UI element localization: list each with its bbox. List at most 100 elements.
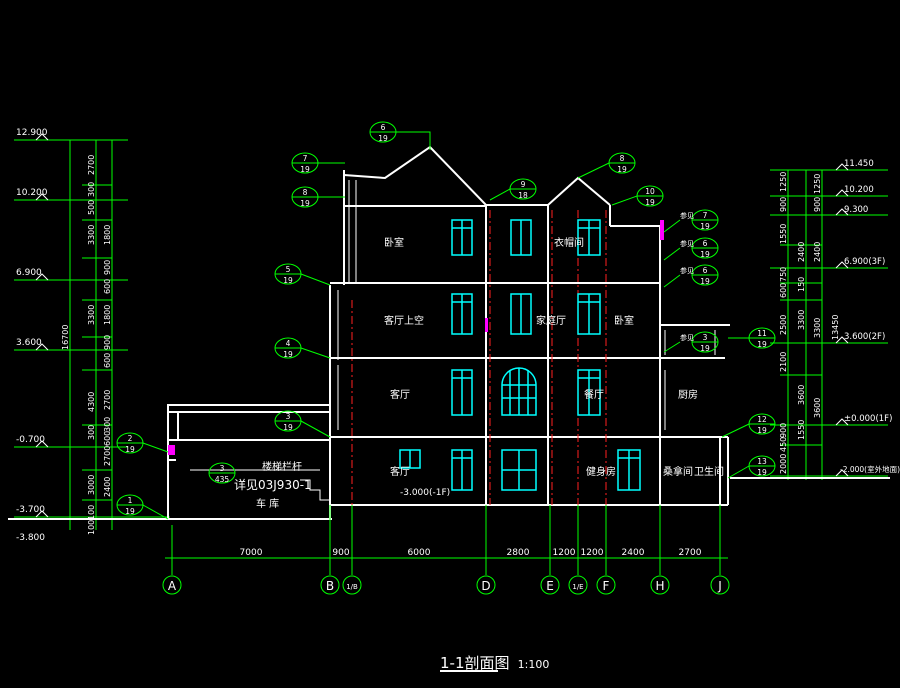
svg-text:3300: 3300 bbox=[813, 318, 822, 338]
svg-text:12: 12 bbox=[757, 415, 767, 424]
svg-text:2700: 2700 bbox=[103, 446, 112, 466]
svg-text:100: 100 bbox=[87, 520, 96, 535]
elev-label: 6.900(3F) bbox=[844, 257, 885, 267]
svg-text:13450: 13450 bbox=[831, 315, 840, 340]
window bbox=[451, 369, 473, 416]
svg-text:300: 300 bbox=[87, 425, 96, 440]
svg-text:6: 6 bbox=[381, 123, 386, 132]
axis-labels: A B 1/B D E 1/E F H J bbox=[168, 579, 722, 593]
room-label: 卧室 bbox=[384, 236, 404, 249]
red-axis-lines bbox=[351, 210, 607, 505]
room-label: 卧室 bbox=[614, 314, 634, 327]
callout bbox=[369, 121, 431, 150]
note-reference: 详见03J930-1 bbox=[234, 477, 312, 492]
callout bbox=[489, 178, 537, 201]
svg-text:450: 450 bbox=[779, 437, 788, 452]
svg-text:8: 8 bbox=[620, 154, 625, 163]
axis-label: F bbox=[603, 579, 610, 593]
svg-text:19: 19 bbox=[757, 426, 767, 435]
callout bbox=[727, 455, 776, 479]
callout bbox=[728, 327, 776, 349]
svg-text:1800: 1800 bbox=[103, 305, 112, 325]
elev-label: -3.700 bbox=[16, 505, 45, 515]
svg-text:900: 900 bbox=[332, 548, 349, 558]
callout bbox=[663, 331, 719, 353]
svg-text:2400: 2400 bbox=[813, 242, 822, 262]
callout bbox=[721, 413, 776, 438]
svg-text:3: 3 bbox=[703, 333, 708, 342]
svg-text:2500: 2500 bbox=[779, 315, 788, 335]
svg-text:750: 750 bbox=[779, 267, 788, 282]
elev-label: 6.900 bbox=[16, 268, 42, 278]
svg-text:300: 300 bbox=[103, 417, 112, 432]
svg-text:4: 4 bbox=[286, 339, 291, 348]
callout bbox=[663, 264, 719, 288]
svg-text:2800: 2800 bbox=[507, 548, 530, 558]
svg-text:6: 6 bbox=[703, 239, 708, 248]
room-label: 厨房 bbox=[678, 388, 698, 401]
elev-label: 11.450 bbox=[844, 159, 874, 169]
detail-callouts bbox=[116, 121, 776, 520]
svg-text:19: 19 bbox=[378, 134, 388, 143]
svg-text:3300: 3300 bbox=[87, 225, 96, 245]
axis-label: 1/B bbox=[346, 583, 358, 591]
callout bbox=[611, 185, 664, 207]
left-dimension-texts: 2700 300 500 3300 1800 900 600 3300 1800… bbox=[61, 155, 112, 535]
arched-window bbox=[501, 367, 537, 416]
right-elevation-labels: 11.450 10.200 9.300 6.900(3F) 3.600(2F) … bbox=[840, 159, 900, 474]
room-label: 餐厅 bbox=[584, 388, 604, 401]
svg-text:8: 8 bbox=[303, 188, 308, 197]
title-underline bbox=[440, 670, 498, 672]
elev-label: -2.000(室外地面) bbox=[840, 464, 900, 474]
ground-lines bbox=[8, 477, 890, 520]
elev-label: -0.700 bbox=[16, 435, 45, 445]
svg-text:19: 19 bbox=[757, 340, 767, 349]
axis-label: A bbox=[168, 579, 177, 593]
right-dimension-block bbox=[770, 169, 888, 480]
elev-label: 9.300 bbox=[844, 205, 868, 215]
svg-text:1200: 1200 bbox=[581, 548, 604, 558]
svg-text:7000: 7000 bbox=[240, 548, 263, 558]
svg-text:600: 600 bbox=[103, 353, 112, 368]
svg-text:2100: 2100 bbox=[779, 352, 788, 372]
window bbox=[510, 293, 532, 335]
svg-text:900: 900 bbox=[779, 197, 788, 212]
svg-text:19: 19 bbox=[700, 277, 710, 286]
svg-text:19: 19 bbox=[300, 199, 310, 208]
window bbox=[617, 449, 641, 491]
svg-text:16700: 16700 bbox=[61, 325, 70, 350]
callout-prefix-texts: 参见 参见 参见 参见 bbox=[680, 211, 694, 342]
svg-text:2400: 2400 bbox=[103, 477, 112, 497]
room-label: 卫生间 bbox=[694, 465, 724, 478]
elev-label: 3.600(2F) bbox=[844, 332, 885, 342]
svg-text:19: 19 bbox=[283, 350, 293, 359]
room-label: 健身房 bbox=[586, 465, 616, 478]
elev-label: 10.200 bbox=[844, 185, 874, 195]
room-label: 衣帽间 bbox=[554, 236, 584, 249]
svg-text:600: 600 bbox=[103, 431, 112, 446]
left-elevation-markers bbox=[35, 133, 49, 518]
svg-text:435: 435 bbox=[215, 475, 230, 484]
roof-detail-lines bbox=[190, 180, 716, 501]
svg-text:3600: 3600 bbox=[813, 398, 822, 418]
window bbox=[501, 449, 537, 491]
drawing-title-scale: 1:100 bbox=[517, 658, 550, 671]
bottom-axis-lines bbox=[165, 505, 728, 575]
svg-text:2400: 2400 bbox=[797, 242, 806, 262]
svg-text:9: 9 bbox=[521, 180, 526, 189]
svg-text:2700: 2700 bbox=[679, 548, 702, 558]
svg-text:参见: 参见 bbox=[680, 239, 694, 248]
svg-text:2000: 2000 bbox=[779, 454, 788, 474]
svg-text:600: 600 bbox=[779, 283, 788, 298]
svg-text:19: 19 bbox=[283, 423, 293, 432]
axis-label: J bbox=[717, 579, 722, 593]
svg-text:1800: 1800 bbox=[103, 225, 112, 245]
svg-text:19: 19 bbox=[125, 445, 135, 454]
svg-text:3600: 3600 bbox=[797, 385, 806, 405]
svg-text:1250: 1250 bbox=[779, 172, 788, 192]
axis-label: B bbox=[326, 579, 334, 593]
left-dimension-block bbox=[14, 139, 170, 530]
